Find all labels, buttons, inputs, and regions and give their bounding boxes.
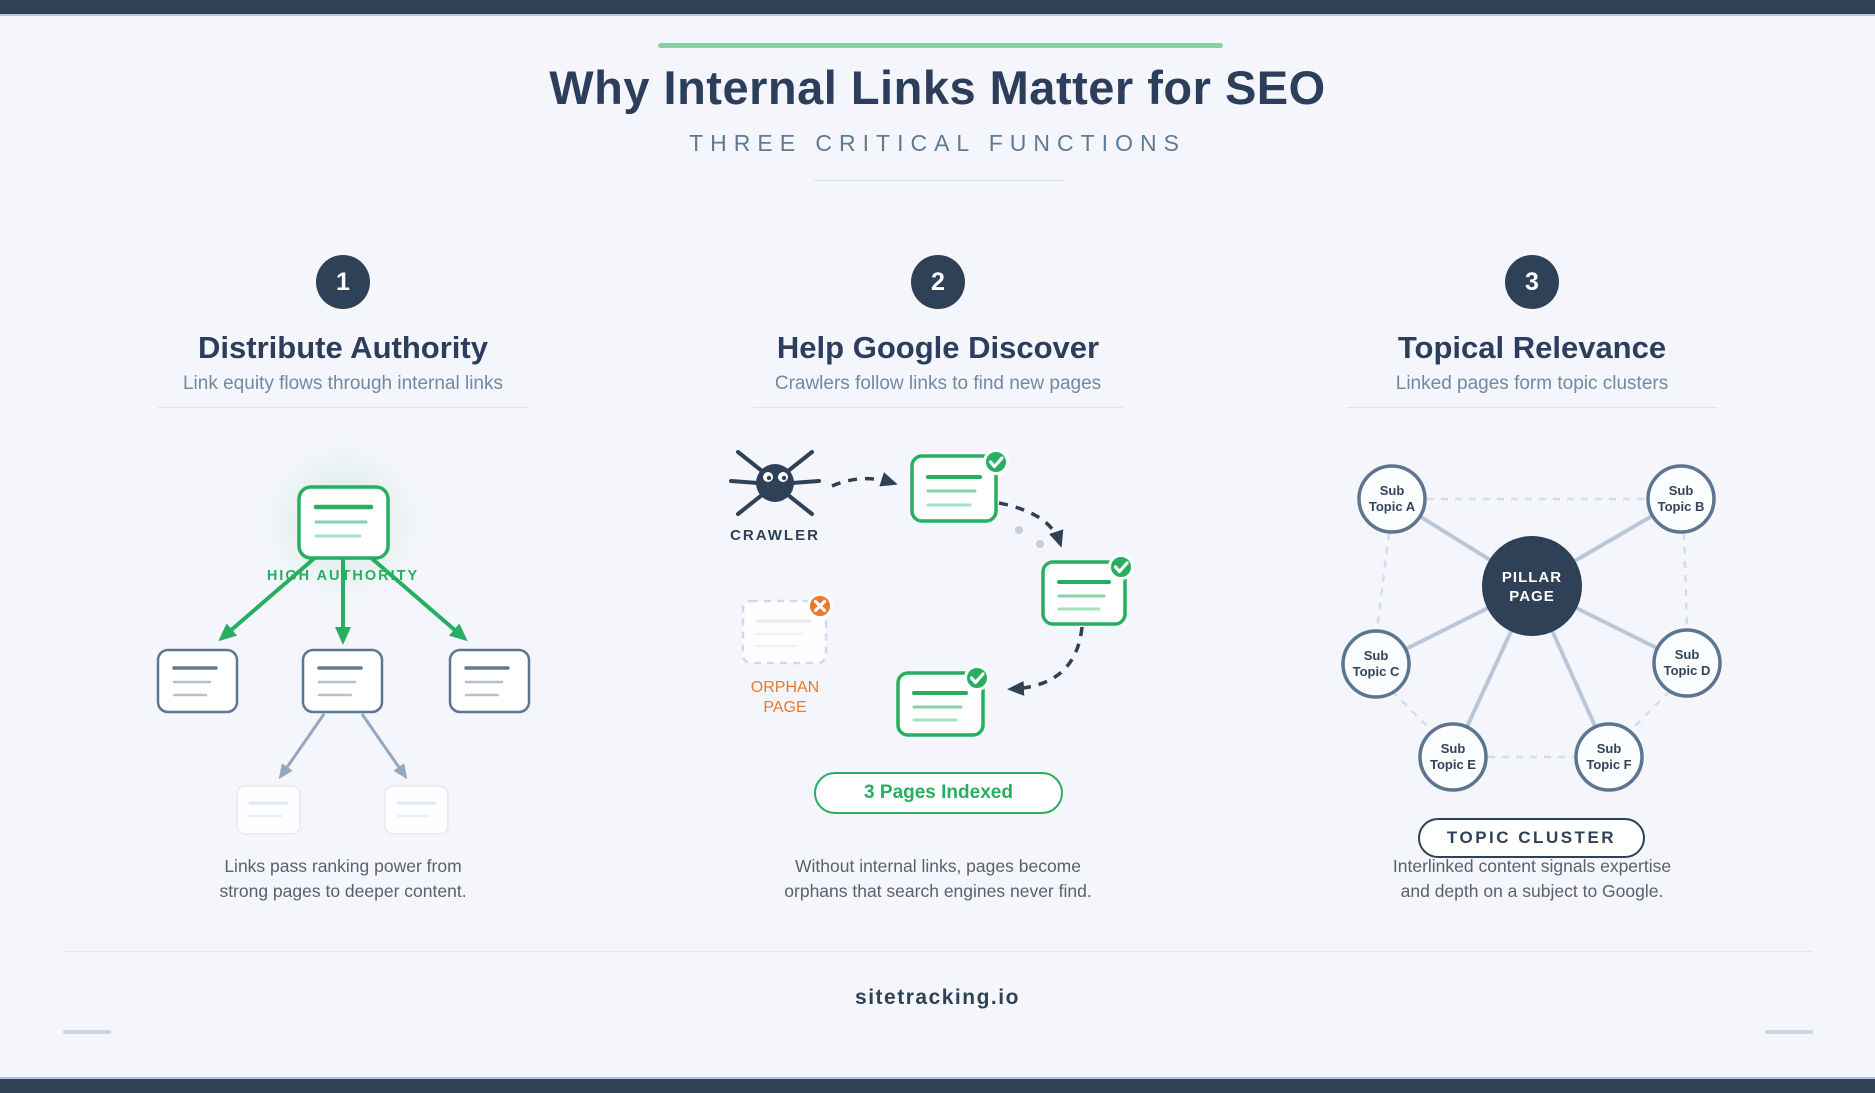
deep-link-arrows bbox=[278, 713, 408, 780]
orphan-label-line1: ORPHAN bbox=[751, 679, 819, 696]
page-title: Why Internal Links Matter for SEO bbox=[549, 61, 1326, 114]
svg-text:Sub: Sub bbox=[1597, 741, 1622, 756]
check-badge-icon bbox=[964, 665, 990, 691]
deep-page-card-right bbox=[384, 785, 449, 835]
indexed-page-card-1 bbox=[910, 449, 1009, 523]
orphan-label-line2: PAGE bbox=[763, 699, 806, 716]
pillar-page-node: PILLAR PAGE bbox=[1482, 536, 1582, 636]
page-subtitle: THREE CRITICAL FUNCTIONS bbox=[689, 130, 1186, 156]
topic-cluster-diagram: Sub Topic A Sub Topic B Sub Topic C Sub … bbox=[1341, 464, 1722, 792]
subtopic-node-a: Sub Topic A bbox=[1357, 464, 1427, 534]
authority-link-arrows bbox=[218, 554, 468, 645]
subtopic-node-d: Sub Topic D bbox=[1652, 628, 1722, 698]
section3-title: Topical Relevance bbox=[1397, 330, 1667, 365]
orphan-page-card bbox=[741, 593, 833, 665]
high-authority-label: HIGH AUTHORITY bbox=[267, 568, 419, 584]
section3-divider bbox=[1347, 407, 1717, 408]
subtopic-node-e: Sub Topic E bbox=[1418, 722, 1488, 792]
top-bar-accent bbox=[0, 14, 1875, 16]
trail-dot bbox=[1015, 526, 1023, 534]
child-page-card-left bbox=[156, 648, 239, 714]
high-authority-page-card bbox=[297, 485, 390, 560]
check-badge-icon bbox=[1108, 554, 1134, 580]
subtopic-node-b: Sub Topic B bbox=[1646, 464, 1716, 534]
deep-page-card-left bbox=[236, 785, 301, 835]
orphan-x-icon bbox=[807, 593, 833, 619]
bottom-bar bbox=[0, 1079, 1875, 1093]
svg-text:Topic E: Topic E bbox=[1430, 757, 1476, 772]
authority-tree-diagram: HIGH AUTHORITY bbox=[156, 442, 531, 835]
title-accent-line bbox=[658, 43, 1223, 48]
indexed-page-card-2 bbox=[1041, 554, 1134, 626]
svg-text:Topic D: Topic D bbox=[1664, 663, 1711, 678]
pages-indexed-badge: 3 Pages Indexed bbox=[814, 772, 1063, 814]
cluster-ring-links bbox=[1375, 497, 1689, 759]
header-divider bbox=[814, 180, 1064, 181]
crawler-discovery-diagram: CRAWLER bbox=[729, 449, 1134, 737]
topic-cluster-badge: TOPIC CLUSTER bbox=[1418, 818, 1645, 858]
section1-caption: Links pass ranking power from strong pag… bbox=[219, 856, 467, 901]
svg-text:Sub: Sub bbox=[1441, 741, 1466, 756]
check-badge-icon bbox=[983, 449, 1009, 475]
svg-text:Topic B: Topic B bbox=[1658, 499, 1705, 514]
top-bar bbox=[0, 0, 1875, 14]
footer-brand: sitetracking.io bbox=[855, 986, 1020, 1009]
crawl-path-arrows bbox=[831, 472, 1084, 696]
section2-subtitle: Crawlers follow links to find new pages bbox=[774, 373, 1102, 394]
child-page-card-middle bbox=[301, 648, 384, 714]
crawler-spider-icon bbox=[729, 450, 821, 516]
footer-dash-left bbox=[63, 1030, 111, 1034]
trail-dot bbox=[1036, 540, 1044, 548]
section1-title: Distribute Authority bbox=[198, 330, 488, 365]
svg-text:PILLAR: PILLAR bbox=[1502, 569, 1562, 586]
svg-text:Topic A: Topic A bbox=[1369, 499, 1416, 514]
indexed-page-card-3 bbox=[896, 665, 990, 737]
section2-number-badge: 2 bbox=[911, 255, 965, 309]
subtopic-node-f: Sub Topic F bbox=[1574, 722, 1644, 792]
section2-title: Help Google Discover bbox=[776, 330, 1100, 365]
svg-text:Sub: Sub bbox=[1675, 647, 1700, 662]
section3-subtitle: Linked pages form topic clusters bbox=[1395, 373, 1669, 394]
child-page-card-right bbox=[448, 648, 531, 714]
footer-divider bbox=[62, 951, 1813, 952]
section3-caption: Interlinked content signals expertise an… bbox=[1392, 856, 1672, 901]
bottom-bar-accent bbox=[0, 1077, 1875, 1079]
section1-divider bbox=[158, 407, 528, 408]
footer-dash-right bbox=[1765, 1030, 1813, 1034]
svg-text:Topic F: Topic F bbox=[1586, 757, 1631, 772]
section2-divider bbox=[753, 407, 1123, 408]
section1-number-badge: 1 bbox=[316, 255, 370, 309]
section1-subtitle: Link equity flows through internal links bbox=[182, 373, 503, 394]
svg-text:PAGE: PAGE bbox=[1509, 588, 1554, 605]
crawler-label: CRAWLER bbox=[730, 527, 820, 544]
svg-text:Sub: Sub bbox=[1380, 483, 1405, 498]
subtopic-node-c: Sub Topic C bbox=[1341, 629, 1411, 699]
svg-text:Sub: Sub bbox=[1364, 648, 1389, 663]
svg-text:Sub: Sub bbox=[1669, 483, 1694, 498]
section2-caption: Without internal links, pages become orp… bbox=[784, 856, 1092, 901]
section3-number-badge: 3 bbox=[1505, 255, 1559, 309]
svg-text:Topic C: Topic C bbox=[1353, 664, 1400, 679]
